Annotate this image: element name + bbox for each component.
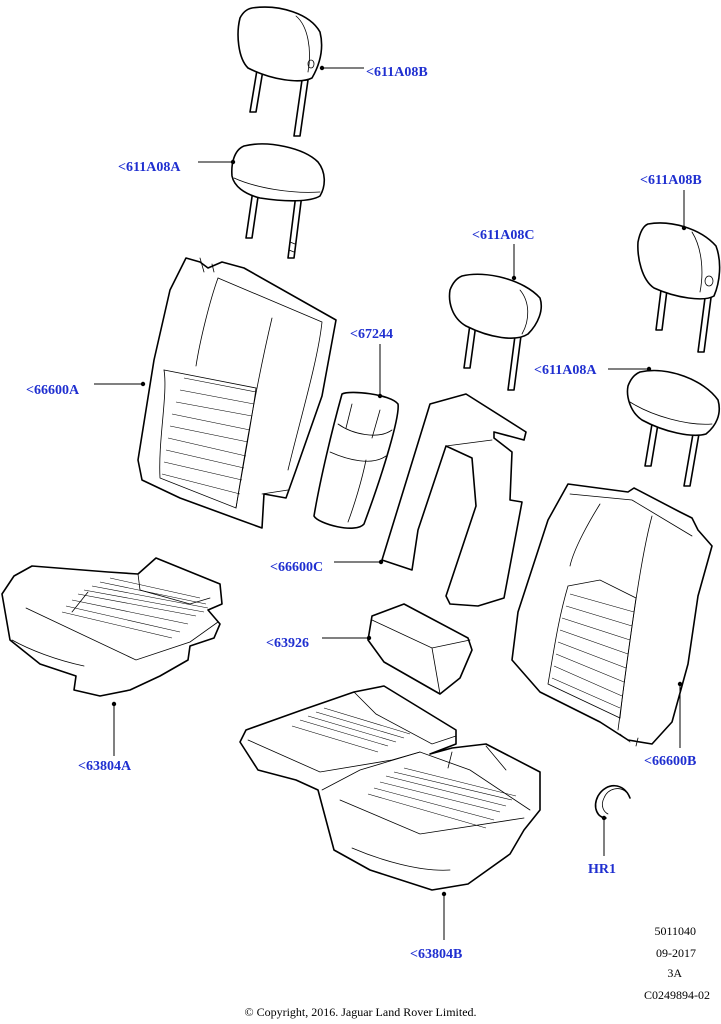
callout-67244[interactable]: <67244 xyxy=(350,327,393,342)
headrest-right xyxy=(626,369,721,487)
callout-611A08B-top[interactable]: <611A08B xyxy=(366,65,428,80)
backrest-panel xyxy=(381,393,527,607)
headrest-top-center xyxy=(237,6,323,137)
headrest-left xyxy=(231,143,326,259)
diagram-reference: C0249894-02 xyxy=(644,988,710,1002)
hook-clip xyxy=(594,784,631,819)
copyright-notice: © Copyright, 2016. Jaguar Land Rover Lim… xyxy=(244,1005,477,1019)
armrest xyxy=(313,391,399,529)
seat-back-left xyxy=(137,257,337,529)
headrest-middle xyxy=(448,273,543,391)
diagram-code: 5011040 xyxy=(654,924,696,938)
callout-66600A[interactable]: <66600A xyxy=(26,383,80,398)
callout-66600B[interactable]: <66600B xyxy=(644,754,696,769)
seat-back-right xyxy=(511,483,713,747)
callout-611A08A-left[interactable]: <611A08A xyxy=(118,160,181,175)
callout-63804B[interactable]: <63804B xyxy=(410,947,462,962)
callout-66600C[interactable]: <66600C xyxy=(270,560,323,575)
callout-611A08B-right[interactable]: <611A08B xyxy=(640,173,702,188)
callout-611A08C[interactable]: <611A08C xyxy=(472,228,534,243)
leader-lines xyxy=(94,65,687,940)
diagram-date: 09-2017 xyxy=(656,946,696,960)
callout-HR1[interactable]: HR1 xyxy=(588,862,616,877)
seat-cushion-left xyxy=(1,557,223,697)
callouts: <611A08B <611A08A <611A08B <611A08C <611… xyxy=(26,65,702,962)
seat-cushion-right xyxy=(239,685,541,891)
bolster xyxy=(367,603,473,695)
diagram-revision: 3A xyxy=(667,966,682,980)
callout-63804A[interactable]: <63804A xyxy=(78,759,132,774)
callout-63926[interactable]: <63926 xyxy=(266,636,309,651)
headrest-right-rear xyxy=(637,222,721,353)
callout-611A08A-right[interactable]: <611A08A xyxy=(534,363,597,378)
